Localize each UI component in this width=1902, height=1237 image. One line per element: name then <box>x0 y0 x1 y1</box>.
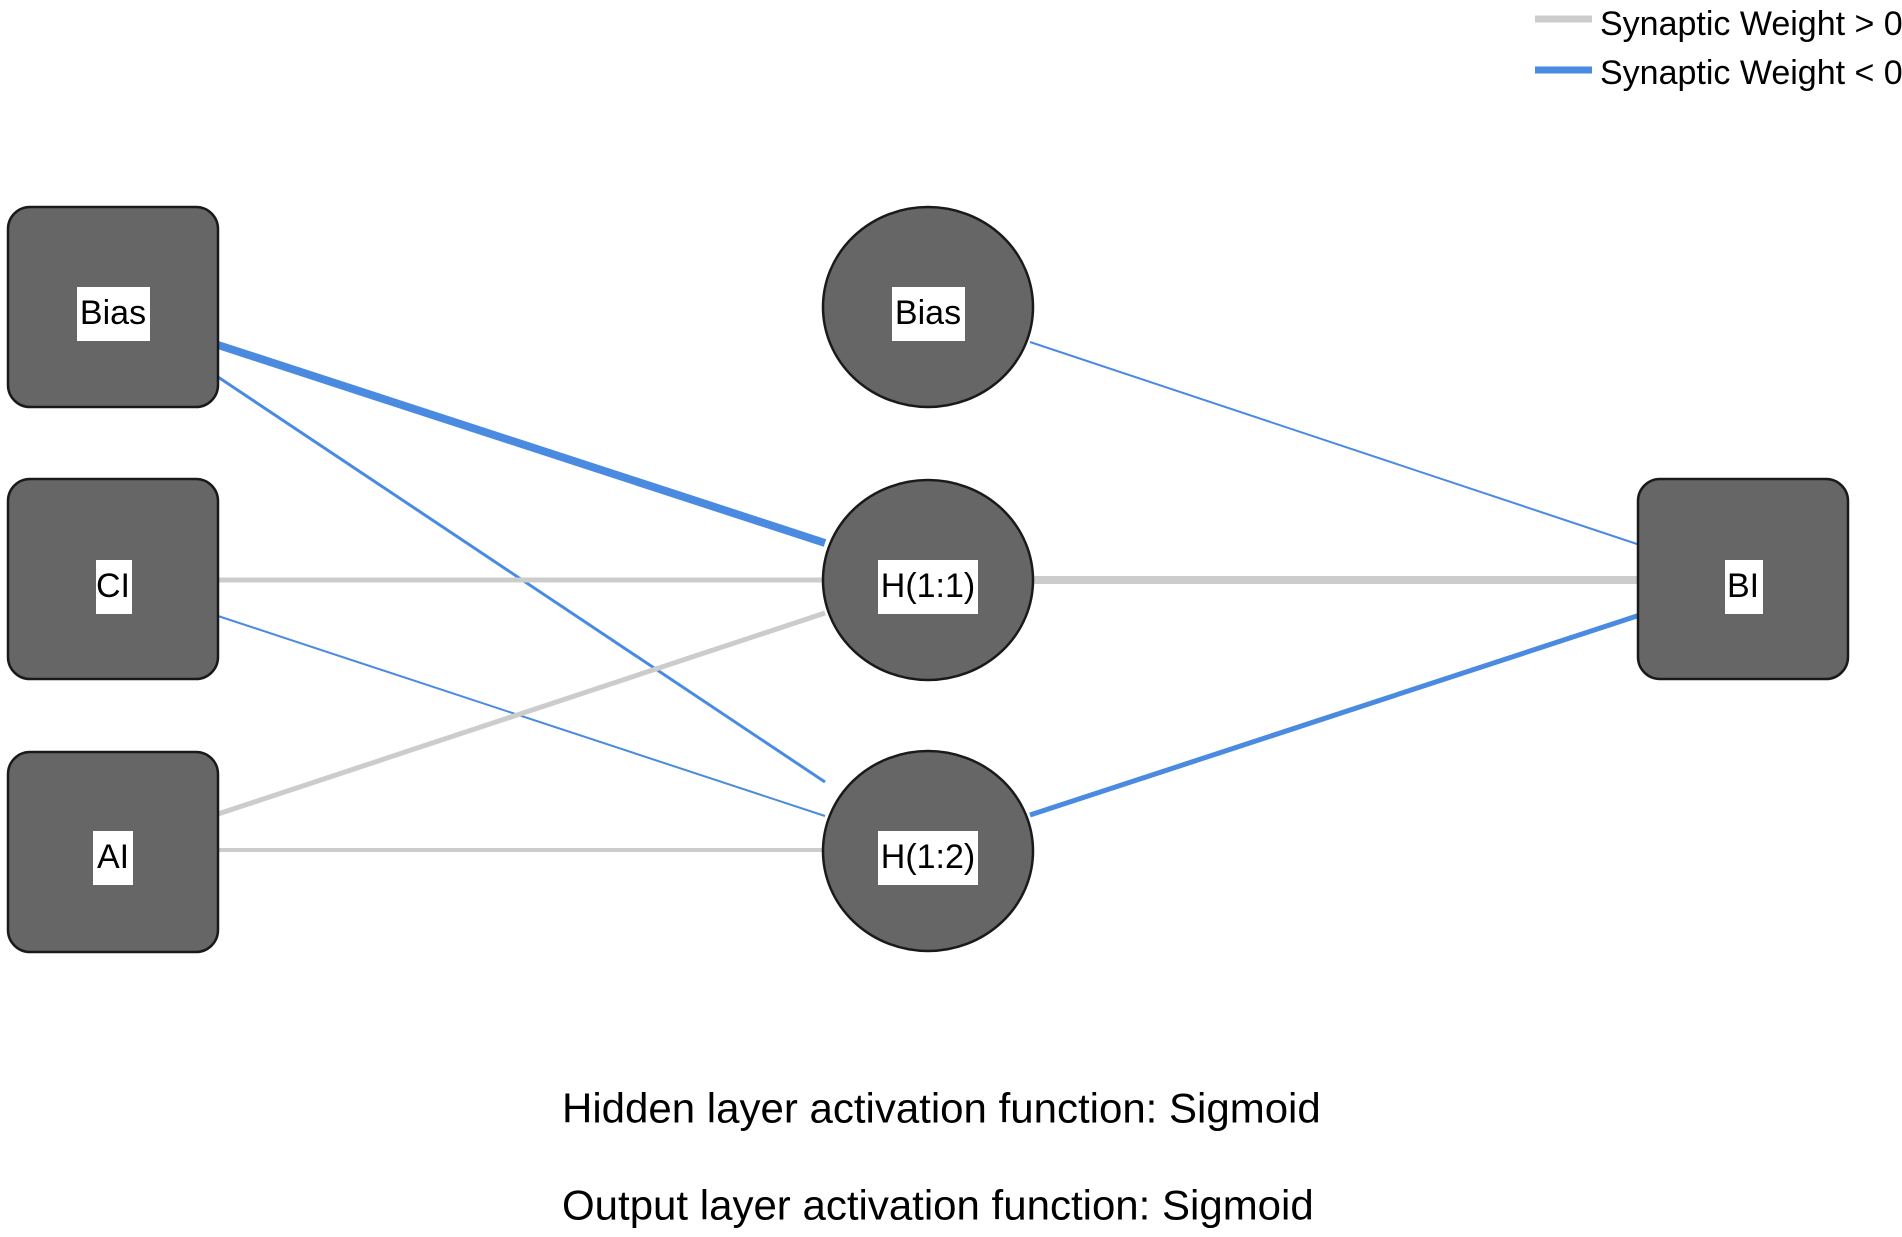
hidden-node-h11: H(1:1) <box>821 478 1035 682</box>
hidden-node-h11-label: H(1:1) <box>881 567 975 605</box>
input-node-ci-label: CI <box>96 567 130 605</box>
edge-ai-to-h11 <box>214 610 826 818</box>
input-node-ai: AI <box>6 750 220 954</box>
hidden-node-bias-label: Bias <box>895 294 961 332</box>
edge-hidden-bias-to-bi <box>1029 341 1641 546</box>
input-layer: Bias CI AI <box>6 205 220 954</box>
hidden-layer: Bias H(1:1) H(1:2) <box>821 205 1035 953</box>
hidden-node-h12-label: H(1:2) <box>881 838 975 876</box>
hidden-node-bias: Bias <box>821 205 1035 409</box>
edge-h12-to-bi <box>1029 612 1641 818</box>
legend-positive-label: Synaptic Weight > 0 <box>1600 5 1902 43</box>
input-node-ci: CI <box>6 477 220 681</box>
input-node-bias-label: Bias <box>80 294 146 332</box>
legend-negative-label: Synaptic Weight < 0 <box>1600 54 1902 92</box>
output-node-bi-label: BI <box>1727 567 1759 605</box>
connections <box>213 340 1641 852</box>
edge-input-bias-to-h11 <box>213 340 827 547</box>
output-activation-note: Output layer activation function: Sigmoi… <box>562 1182 1314 1229</box>
input-node-bias: Bias <box>6 205 220 409</box>
activation-notes: Hidden layer activation function: Sigmoi… <box>562 1085 1321 1229</box>
legend: Synaptic Weight > 0 Synaptic Weight < 0 <box>1535 5 1902 92</box>
input-node-ai-label: AI <box>97 838 129 876</box>
output-node-bi: BI <box>1636 477 1850 681</box>
hidden-activation-note: Hidden layer activation function: Sigmoi… <box>562 1085 1321 1132</box>
output-layer: BI <box>1636 477 1850 681</box>
hidden-node-h12: H(1:2) <box>821 749 1035 953</box>
